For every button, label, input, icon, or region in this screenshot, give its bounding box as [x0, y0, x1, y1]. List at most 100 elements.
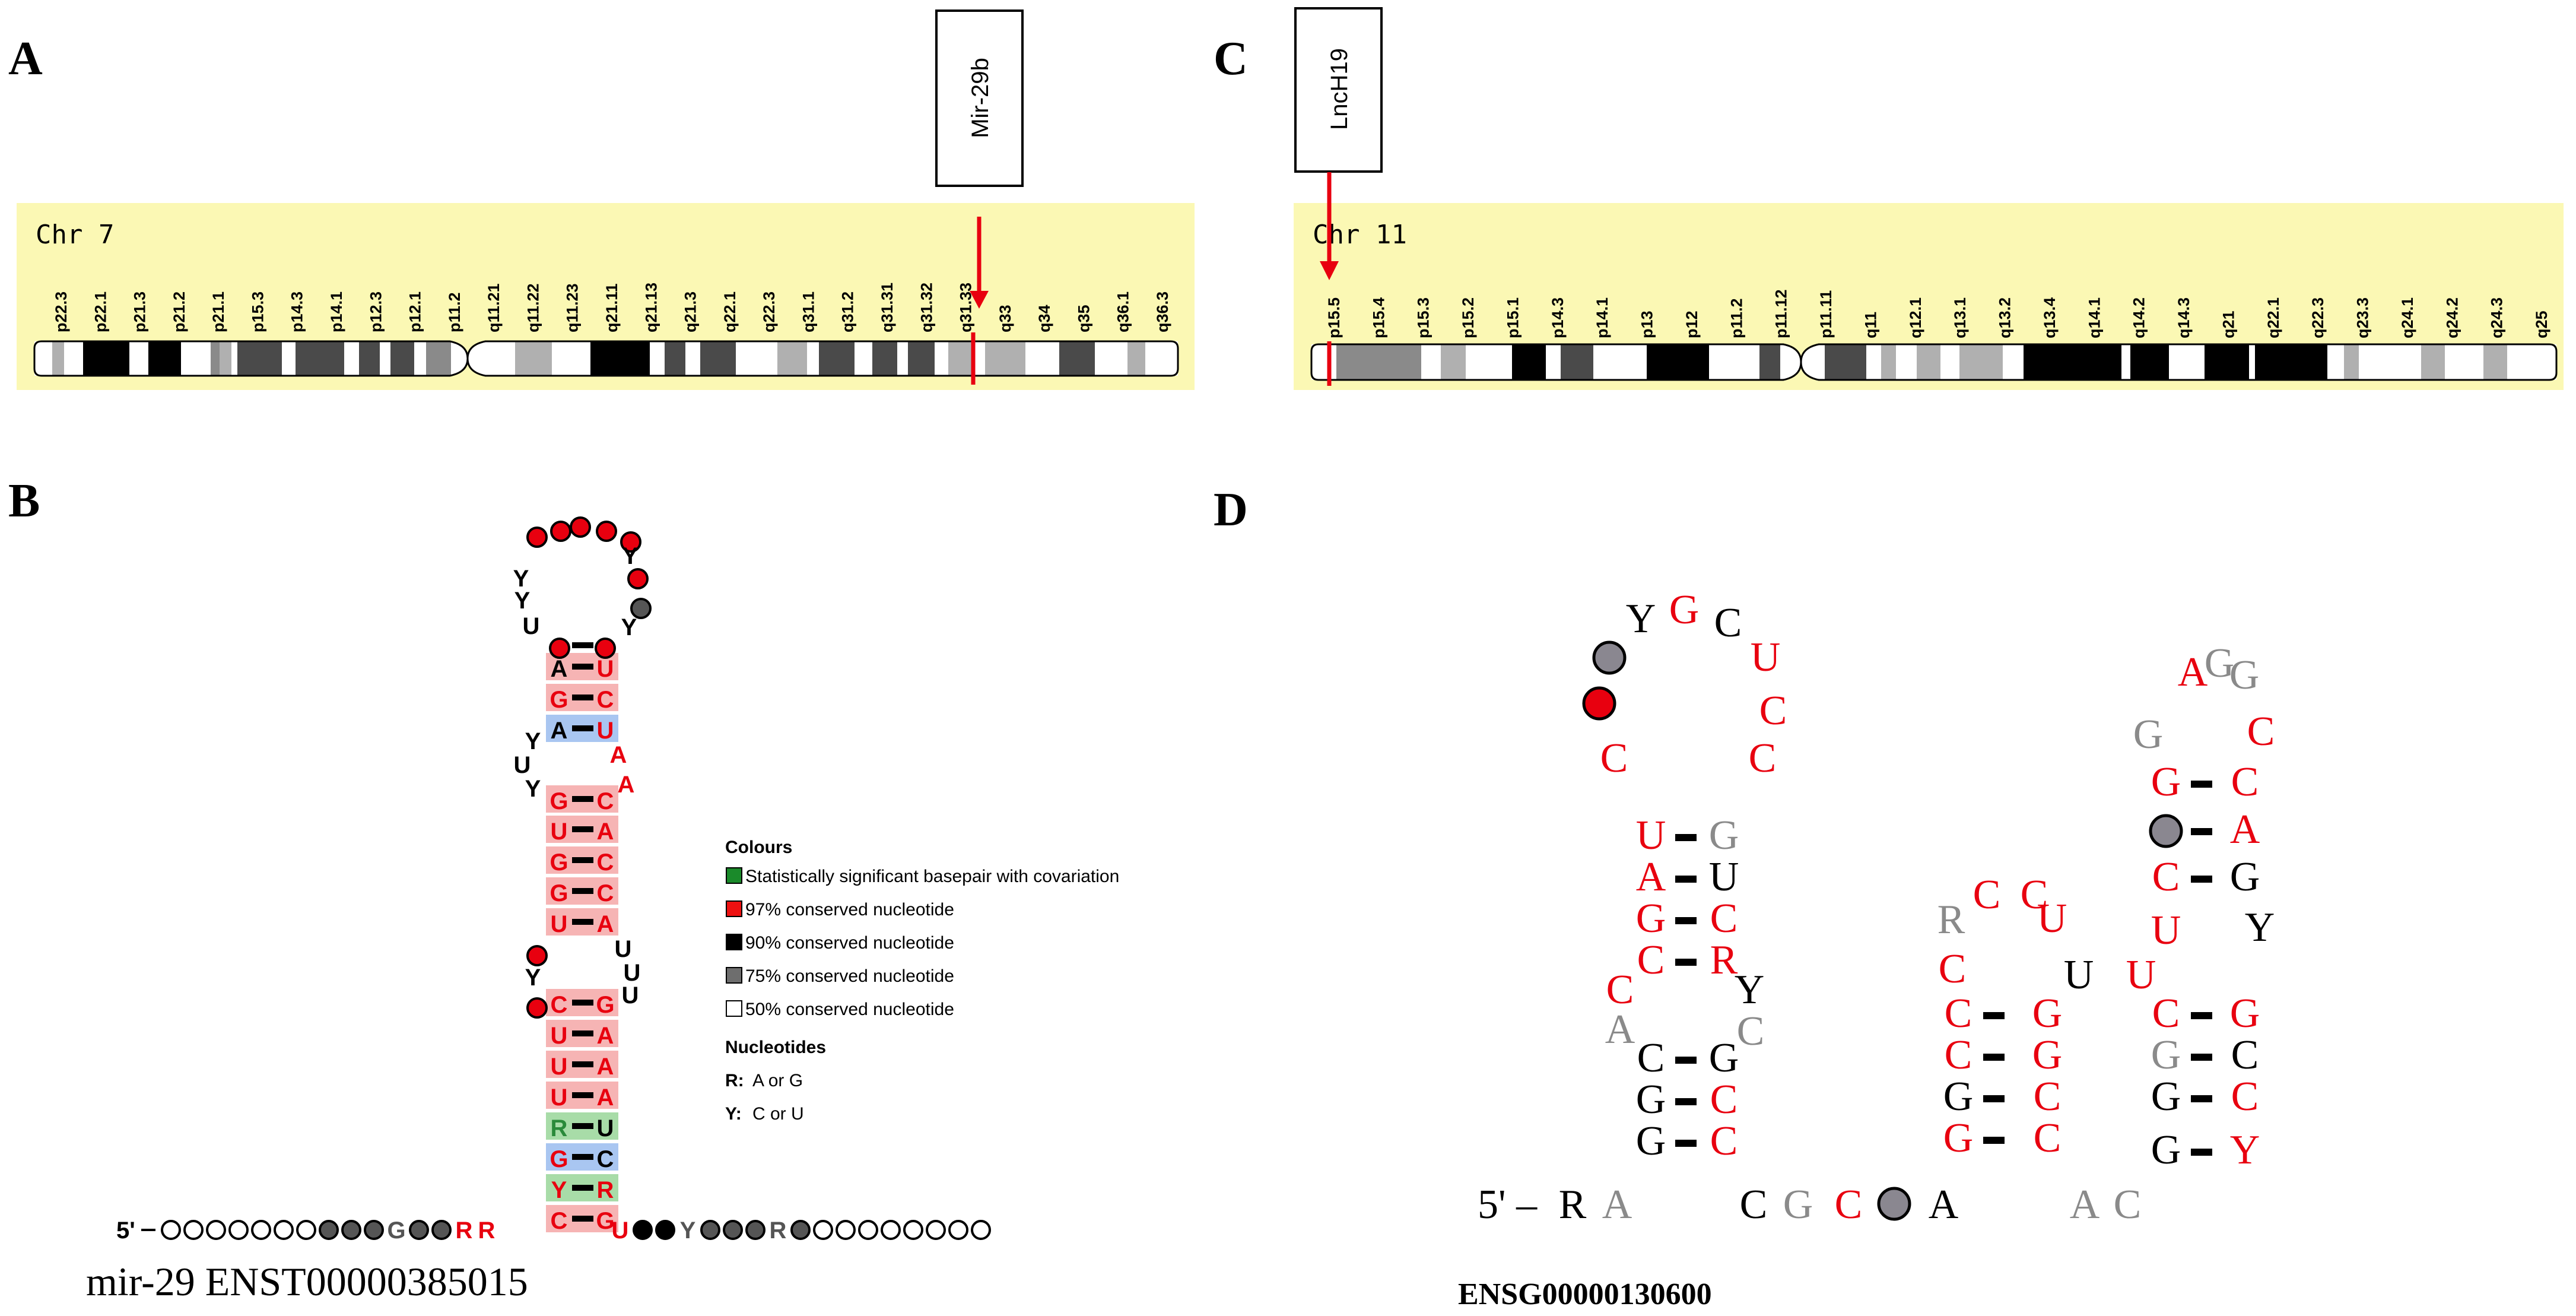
nucleotide-dot — [526, 997, 548, 1019]
band-stain — [220, 341, 231, 376]
band-stain — [1561, 344, 1593, 380]
nucleotide-dot — [274, 1220, 294, 1240]
nucleotide-letter: C — [597, 687, 614, 713]
nucleotide-dot — [903, 1220, 923, 1240]
band-label: p15.3 — [249, 291, 266, 332]
nucleotide-dot — [630, 598, 652, 619]
panel-d-title: ENSG00000130600 — [1458, 1277, 1712, 1311]
nucleotide-letter: G — [2230, 854, 2260, 900]
band-label: q21.13 — [642, 283, 660, 332]
basepair-bond — [572, 919, 593, 925]
band-stain — [468, 341, 515, 376]
marker-box — [935, 9, 1024, 187]
band-stain — [2327, 344, 2344, 380]
nucleotide-letter: U — [612, 1217, 629, 1244]
legend-swatch-green — [726, 867, 742, 884]
basepair-bond — [572, 1216, 593, 1222]
nucleotide-letter: U — [2037, 896, 2067, 941]
nucleotide-dot — [813, 1220, 833, 1240]
band-label: q13.4 — [2041, 297, 2059, 338]
band-stain — [2445, 344, 2483, 380]
band-stain — [515, 341, 552, 376]
band-label: p13 — [1638, 310, 1656, 338]
legend-r-key: R: — [725, 1071, 744, 1090]
nucleotide-letter: C — [2247, 709, 2275, 754]
band-label: q22.3 — [760, 291, 778, 332]
nucleotide-letter: C — [1710, 896, 1738, 941]
nucleotide-letter: Y — [2245, 905, 2275, 950]
nucleotide-letter: R — [1710, 937, 1738, 983]
nucleotide-letter: U — [551, 819, 568, 845]
nucleotide-letter: A — [2178, 649, 2208, 695]
nucleotide-letter: C — [1759, 688, 1787, 734]
nucleotide-letter: U — [2064, 952, 2094, 998]
panel-label-a: A — [8, 33, 43, 85]
nucleotide-dot — [881, 1220, 901, 1240]
nucleotide-letter: C — [2021, 872, 2048, 918]
nucleotide-letter: G — [2151, 1074, 2181, 1120]
band-stain — [819, 341, 855, 376]
chromosome-name: Chr 7 — [36, 220, 114, 250]
nucleotide-dot — [251, 1220, 271, 1240]
nucleotide-letter: A — [2230, 807, 2260, 852]
band-label: q34 — [1036, 305, 1053, 332]
band-stain — [2483, 344, 2507, 380]
nucleotide-dot — [161, 1220, 181, 1240]
centromere-mask — [450, 359, 485, 376]
band-label: p15.2 — [1459, 297, 1477, 338]
nucleotide-letter: C — [1945, 1032, 1973, 1078]
nucleotide-letter: C — [1606, 967, 1634, 1013]
band-stain — [1896, 344, 1917, 380]
band-stain — [1917, 344, 1940, 380]
nucleotide-letter: C — [1939, 946, 1967, 992]
band-label: p14.3 — [1549, 297, 1567, 338]
nucleotide-letter: C — [1637, 1035, 1665, 1081]
band-stain — [807, 341, 819, 376]
band-stain — [148, 341, 181, 376]
band-stain — [650, 341, 665, 376]
nucleotide-letter: Y — [2230, 1127, 2260, 1173]
band-stain — [1959, 344, 2003, 380]
basepair-bond — [572, 1154, 593, 1160]
band-label: q22.3 — [2309, 297, 2327, 338]
basepair-bond — [2191, 1012, 2212, 1019]
centromere-mask — [1783, 344, 1819, 362]
band-stain — [2205, 344, 2249, 380]
nucleotide-dot — [550, 521, 571, 542]
nucleotide-letter: C — [2034, 1115, 2062, 1161]
nucleotide-letter: G — [1943, 1074, 1974, 1120]
legend-y-text: C or U — [752, 1104, 804, 1124]
nucleotide-letter: G — [1669, 587, 1700, 633]
nucleotide-dot — [341, 1220, 361, 1240]
band-stain — [590, 341, 650, 376]
basepair-bond — [1675, 1057, 1697, 1064]
nucleotide-letter: U — [597, 1115, 614, 1141]
marker-label: Mir-29b — [967, 58, 993, 138]
nucleotide-dot — [723, 1220, 743, 1240]
band-label: q24.3 — [2488, 297, 2506, 338]
band-stain — [2121, 344, 2130, 380]
nucleotide-dot — [183, 1220, 204, 1240]
basepair-bond — [572, 1000, 593, 1006]
basepair-bond — [2191, 828, 2212, 835]
legend-colours-heading: Colours — [725, 838, 792, 857]
nucleotide-dot — [836, 1220, 856, 1240]
band-stain — [1336, 344, 1421, 380]
band-stain — [34, 341, 52, 376]
nucleotide-letter: C — [2152, 854, 2180, 900]
nucleotide-letter: C — [1714, 600, 1742, 646]
band-stain — [897, 341, 908, 376]
band-stain — [1145, 341, 1178, 376]
nucleotide-dot — [700, 1220, 720, 1240]
nucleotide-letter: A — [597, 819, 614, 845]
nucleotide-dot — [549, 638, 570, 659]
band-stain — [1512, 344, 1546, 380]
band-stain — [282, 341, 296, 376]
nucleotide-letter: Y — [1626, 596, 1656, 642]
band-stain — [685, 341, 700, 376]
nucleotide-dot — [526, 527, 548, 548]
nucleotide-dot — [971, 1220, 991, 1240]
basepair-bond — [2191, 781, 2212, 788]
nucleotide-letter: U — [2126, 952, 2156, 998]
